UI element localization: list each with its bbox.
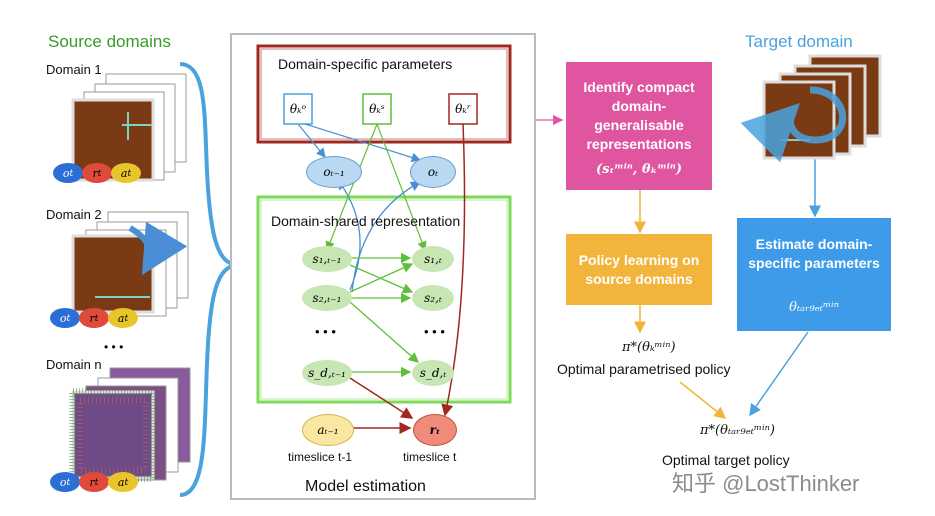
shared-representation-title: Domain-shared representation bbox=[271, 213, 461, 229]
model-arrows bbox=[297, 123, 466, 434]
watermark: 知乎 @LostThinker bbox=[672, 471, 860, 496]
optimal-param-label: Optimal parametrised policy bbox=[557, 361, 731, 377]
node-s1-t-minus-1: s₁,ₜ₋₁ bbox=[302, 246, 352, 272]
shared-box bbox=[256, 195, 512, 404]
domains-ellipsis: • • • bbox=[104, 340, 124, 354]
policy-learning-text: Policy learning on source domains bbox=[578, 252, 700, 287]
node-r-t: rₜ bbox=[413, 414, 457, 446]
model-estimation-caption: Model estimation bbox=[305, 478, 426, 495]
identify-text: Identify compact domain-generalisable re… bbox=[583, 79, 695, 152]
param-theta-r: θₖʳ bbox=[455, 102, 471, 116]
identify-box bbox=[566, 62, 712, 190]
domain2-label: Domain 2 bbox=[46, 207, 102, 222]
node-s1-t: s₁,ₜ bbox=[412, 246, 454, 272]
domain-n-frames bbox=[69, 367, 191, 482]
node-s2-t-minus-1: s₂,ₜ₋₁ bbox=[302, 285, 352, 311]
timeslice-right: timeslice t bbox=[403, 450, 457, 464]
identify-formula: (sₜᵐⁱⁿ, θₖᵐⁱⁿ) bbox=[595, 162, 683, 177]
node-s2-t: s₂,ₜ bbox=[412, 285, 454, 311]
estimate-text: Estimate domain-specific parameters bbox=[748, 236, 880, 271]
node-o-t-minus-1: oₜ₋₁ bbox=[306, 156, 362, 188]
node-a-t-minus-1: aₜ₋₁ bbox=[302, 414, 354, 446]
policy-learning-box bbox=[566, 234, 712, 305]
domain2-frames bbox=[71, 211, 189, 317]
target-domain-title: Target domain bbox=[745, 32, 853, 51]
node-o-t: oₜ bbox=[410, 156, 456, 188]
param-theta-s: θₖˢ bbox=[369, 102, 385, 116]
node-sd-t: s_d,ₜ bbox=[412, 360, 454, 386]
state-dots-left: • • • bbox=[315, 324, 336, 339]
timeslice-left: timeslice t-1 bbox=[288, 450, 353, 464]
estimate-box bbox=[737, 218, 891, 331]
optimal-target-label: Optimal target policy bbox=[662, 452, 790, 468]
state-dots-right: • • • bbox=[424, 324, 445, 339]
optimal-param-formula: π*(θₖᵐⁱⁿ) bbox=[622, 340, 676, 355]
source-domains-title: Source domains bbox=[48, 32, 171, 51]
specific-params-title: Domain-specific parameters bbox=[278, 56, 453, 72]
optimal-target-formula: π*(θₜₐᵣ₉ₑₜᵐⁱⁿ) bbox=[700, 423, 775, 438]
node-sd-t-minus-1: s_d,ₜ₋₁ bbox=[302, 360, 352, 386]
target-frames bbox=[740, 54, 882, 163]
domain1-label: Domain 1 bbox=[46, 62, 102, 77]
estimate-formula: θₜₐᵣ₉ₑₜᵐⁱⁿ bbox=[789, 300, 839, 315]
param-theta-o: θₖᵒ bbox=[289, 102, 307, 116]
domain-n-label: Domain n bbox=[46, 357, 102, 372]
